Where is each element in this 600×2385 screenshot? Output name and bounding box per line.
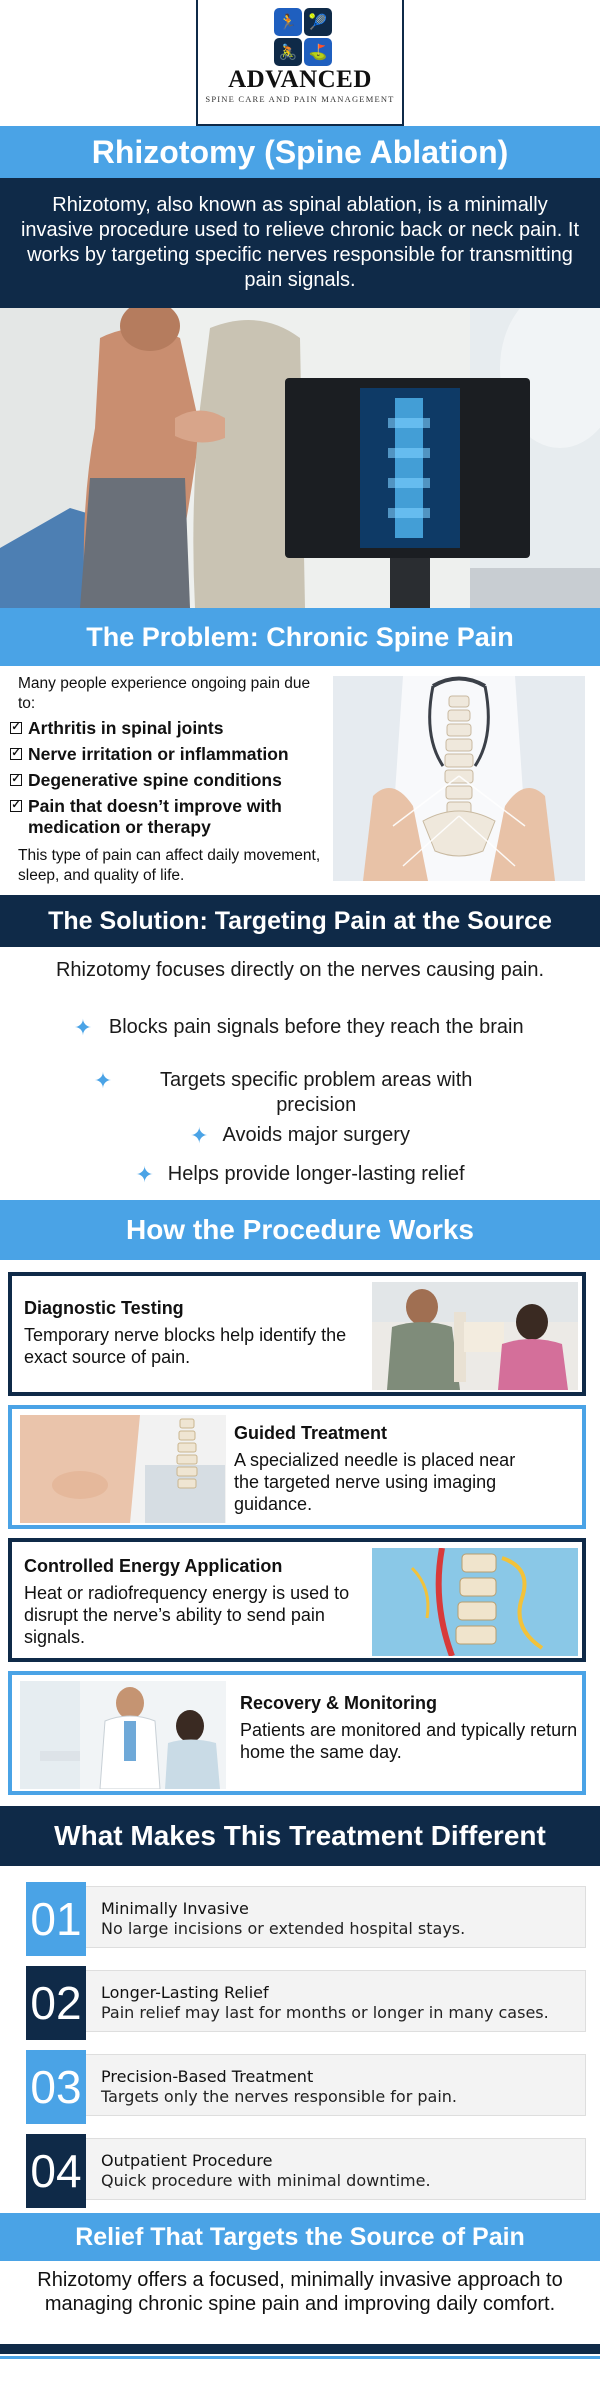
benefit-title: Outpatient Procedure	[101, 2151, 273, 2170]
benefit-number: 04	[26, 2134, 86, 2208]
procedure-heading: How the Procedure Works	[0, 1200, 600, 1260]
step-title: Diagnostic Testing	[24, 1298, 184, 1318]
solution-item: ✦ Avoids major surgery	[0, 1123, 600, 1148]
sparkle-icon: ✦	[73, 1015, 93, 1040]
benefit-text: Pain relief may last for months or longe…	[101, 2003, 549, 2022]
solution-item-text: Helps provide longer-lasting relief	[167, 1163, 465, 1185]
doctor-exam-photo	[0, 308, 600, 608]
procedure-step-recovery: Recovery & Monitoring Patients are monit…	[8, 1671, 586, 1795]
page-title: Rhizotomy (Spine Ablation)	[0, 126, 600, 178]
step-text: Heat or radiofrequency energy is used to…	[24, 1583, 350, 1647]
procedure-step-energy: Controlled Energy Application Heat or ra…	[8, 1538, 586, 1662]
procedure-step-guided: Guided Treatment A specialized needle is…	[8, 1405, 586, 1529]
step-title: Controlled Energy Application	[24, 1556, 283, 1576]
problem-heading: The Problem: Chronic Spine Pain	[0, 608, 600, 666]
step-title: Recovery & Monitoring	[240, 1693, 438, 1713]
runner-icon: 🏃	[274, 8, 302, 36]
benefit-text: Quick procedure with minimal downtime.	[101, 2171, 431, 2190]
benefit-number: 01	[26, 1882, 86, 1956]
step-text: A specialized needle is placed near the …	[234, 1450, 516, 1514]
checklist-item: ✓ Pain that doesn’t improve with medicati…	[10, 796, 330, 838]
checklist-item: ✓ Nerve irritation or inflammation	[10, 744, 330, 765]
golfer-icon: ⛳	[304, 38, 332, 66]
recovery-photo	[20, 1681, 226, 1789]
problem-note: This type of pain can affect daily movem…	[18, 847, 321, 884]
problem-intro: Many people experience ongoing pain due …	[18, 675, 311, 712]
sparkle-icon: ✦	[93, 1068, 113, 1093]
benefit-title: Longer-Lasting Relief	[101, 1983, 269, 2002]
logo: 🏃 🎾 🚴 ⛳ Advanced SPINE CARE AND PAIN MAN…	[196, 0, 404, 126]
sparkle-icon: ✦	[190, 1123, 209, 1148]
checklist-item-text: Pain that doesn’t improve with medicatio…	[28, 796, 282, 837]
relief-text: Rhizotomy offers a focused, minimally in…	[37, 2269, 563, 2315]
benefit-card: Outpatient Procedure Quick procedure wit…	[72, 2138, 586, 2200]
guided-treatment-photo	[20, 1415, 226, 1523]
solution-item-text: Avoids major surgery	[222, 1124, 410, 1146]
benefit-number: 02	[26, 1966, 86, 2040]
checklist-item-text: Arthritis in spinal joints	[28, 718, 224, 738]
footer-divider	[0, 2356, 600, 2359]
step-title: Guided Treatment	[234, 1423, 388, 1443]
checklist-item: ✓ Arthritis in spinal joints	[10, 718, 330, 739]
relief-heading: Relief That Targets the Source of Pain	[0, 2213, 600, 2261]
benefit-row: Precision-Based Treatment Targets only t…	[26, 2050, 586, 2124]
benefit-title: Precision-Based Treatment	[101, 2067, 314, 2086]
solution-item-text: Blocks pain signals before they reach th…	[108, 1016, 524, 1038]
sparkle-icon: ✦	[135, 1162, 154, 1187]
tennis-player-icon: 🎾	[304, 8, 332, 36]
checklist-item: ✓ Degenerative spine conditions	[10, 770, 330, 791]
checklist-item-text: Nerve irritation or inflammation	[28, 744, 289, 764]
benefit-number: 03	[26, 2050, 86, 2124]
benefit-card: Precision-Based Treatment Targets only t…	[72, 2054, 586, 2116]
diagnostic-photo	[372, 1282, 578, 1390]
checkbox-icon: ✓	[10, 773, 22, 786]
solution-item: ✦ Blocks pain signals before they reach t…	[0, 1015, 600, 1040]
cyclist-icon: 🚴	[274, 38, 302, 66]
procedure-step-diagnostic: Diagnostic Testing Temporary nerve block…	[8, 1272, 586, 1396]
benefit-text: Targets only the nerves responsible for …	[101, 2087, 458, 2106]
spine-model-photo	[333, 676, 585, 881]
benefit-row: Longer-Lasting Relief Pain relief may la…	[26, 1966, 586, 2040]
logo-sports-icons: 🏃 🎾 🚴 ⛳	[274, 8, 332, 66]
step-text: Patients are monitored and typically ret…	[240, 1720, 578, 1762]
solution-heading: The Solution: Targeting Pain at the Sour…	[0, 895, 600, 947]
checkbox-icon: ✓	[10, 799, 22, 812]
solution-intro: Rhizotomy focuses directly on the nerves…	[55, 959, 545, 981]
checkbox-icon: ✓	[10, 721, 22, 734]
problem-checklist: ✓ Arthritis in spinal joints ✓ Nerve irrit…	[10, 718, 330, 843]
logo-name: Advanced	[228, 66, 372, 93]
benefit-card: Longer-Lasting Relief Pain relief may la…	[72, 1970, 586, 2032]
benefit-row: Outpatient Procedure Quick procedure wit…	[26, 2134, 586, 2208]
solution-item: ✦ Targets specific problem areas with pre…	[0, 1068, 600, 1118]
spine-nerve-illustration	[372, 1548, 578, 1656]
solution-item-text: Targets specific problem areas with prec…	[160, 1069, 473, 1116]
checklist-item-text: Degenerative spine conditions	[28, 770, 282, 790]
footer-bar	[0, 2344, 600, 2354]
benefit-card: Minimally Invasive No large incisions or…	[72, 1886, 586, 1948]
step-text: Temporary nerve blocks help identify the…	[24, 1325, 347, 1367]
benefit-text: No large incisions or extended hospital …	[101, 1919, 466, 1938]
solution-item: ✦ Helps provide longer-lasting relief	[0, 1162, 600, 1187]
different-heading: What Makes This Treatment Different	[0, 1806, 600, 1866]
logo-tagline: SPINE CARE AND PAIN MANAGEMENT	[205, 94, 395, 104]
benefit-title: Minimally Invasive	[101, 1899, 249, 1918]
intro-text: Rhizotomy, also known as spinal ablation…	[0, 178, 600, 308]
benefit-row: Minimally Invasive No large incisions or…	[26, 1882, 586, 1956]
checkbox-icon: ✓	[10, 747, 22, 760]
